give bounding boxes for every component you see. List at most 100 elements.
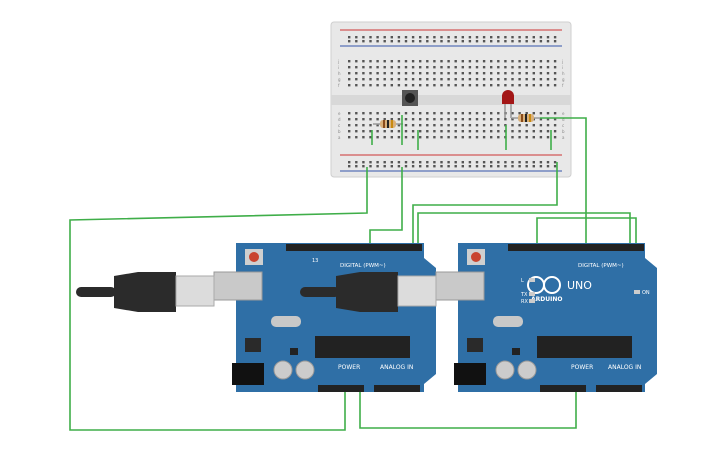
breadboard-hole (518, 66, 521, 69)
breadboard-hole (475, 72, 479, 75)
breadboard-hole (553, 118, 557, 121)
breadboard-hole (397, 161, 401, 164)
usb-cable-left[interactable] (76, 272, 215, 312)
breadboard-row-letter: c (338, 123, 340, 128)
breadboard-hole (497, 60, 500, 63)
breadboard-hole (454, 130, 457, 133)
arduino-right[interactable]: DIGITAL (PWM~) ARDUINO UNO ON L TX RX PO… (435, 243, 657, 392)
breadboard-hole (419, 112, 422, 115)
right-digital-label: DIGITAL (PWM~) (578, 263, 624, 269)
breadboard-hole (362, 161, 365, 164)
breadboard-hole (461, 124, 464, 127)
breadboard-hole (355, 130, 358, 133)
breadboard-hole (426, 118, 429, 121)
breadboard-hole (454, 165, 457, 168)
breadboard-hole (518, 78, 521, 81)
breadboard-hole (440, 124, 443, 127)
pushbutton[interactable] (402, 90, 418, 106)
breadboard-hole (433, 40, 436, 43)
breadboard-hole (411, 165, 415, 168)
breadboard-hole (475, 60, 479, 63)
breadboard-hole (348, 72, 351, 75)
breadboard-hole (369, 36, 372, 39)
breadboard-hole (475, 36, 479, 39)
breadboard-hole (426, 112, 429, 115)
breadboard-hole (490, 161, 493, 164)
arduino-left[interactable]: 13 DIGITAL (PWM~) POWER ANALOG IN (213, 243, 436, 392)
breadboard-row-letter: c (562, 123, 564, 128)
breadboard-hole (404, 72, 408, 75)
breadboard-hole (539, 112, 543, 115)
breadboard-hole (461, 36, 464, 39)
breadboard-hole (475, 66, 479, 69)
breadboard-hole (433, 136, 436, 139)
breadboard-hole (539, 66, 543, 69)
breadboard-hole (497, 130, 500, 133)
breadboard-hole (468, 84, 472, 87)
breadboard-hole (511, 124, 514, 127)
breadboard-hole (390, 118, 393, 121)
breadboard-hole (355, 165, 358, 168)
breadboard-hole (468, 72, 472, 75)
breadboard-hole (447, 118, 450, 121)
breadboard-hole (454, 124, 457, 127)
breadboard-hole (532, 66, 535, 69)
breadboard-hole (355, 40, 358, 43)
breadboard-hole (497, 78, 500, 81)
breadboard-hole (546, 40, 550, 43)
breadboard-hole (411, 66, 415, 69)
breadboard-hole (397, 124, 401, 127)
breadboard-hole (525, 124, 528, 127)
breadboard-hole (383, 136, 386, 139)
breadboard-hole (490, 118, 493, 121)
usb-cable-right[interactable] (300, 272, 437, 312)
breadboard-hole (440, 136, 443, 139)
breadboard-hole (461, 60, 464, 63)
resistor-left (373, 120, 403, 128)
breadboard-hole (426, 60, 429, 63)
breadboard-hole (553, 72, 557, 75)
breadboard-hole (482, 78, 486, 81)
breadboard-hole (369, 72, 372, 75)
breadboard-row-letter: e (562, 111, 565, 116)
breadboard-hole (475, 118, 479, 121)
breadboard-hole (518, 72, 521, 75)
breadboard-hole (369, 84, 372, 87)
breadboard-hole (397, 72, 401, 75)
breadboard-row-letter: a (562, 135, 565, 140)
breadboard-hole (397, 165, 401, 168)
breadboard-hole (539, 72, 543, 75)
breadboard-hole (397, 60, 401, 63)
breadboard-hole (383, 112, 386, 115)
breadboard-hole (355, 66, 358, 69)
breadboard-hole (447, 84, 450, 87)
breadboard-hole (440, 161, 443, 164)
breadboard-hole (546, 60, 550, 63)
breadboard-hole (553, 78, 557, 81)
breadboard-hole (376, 72, 379, 75)
breadboard-hole (348, 161, 351, 164)
breadboard-hole (518, 84, 521, 87)
breadboard-hole (511, 66, 514, 69)
breadboard-hole (355, 72, 358, 75)
breadboard-row-letter: f (562, 83, 564, 88)
breadboard-row-letter: h (562, 71, 565, 76)
breadboard-hole (504, 165, 507, 168)
breadboard-hole (411, 40, 415, 43)
breadboard-hole (511, 165, 514, 168)
breadboard-hole (461, 66, 464, 69)
breadboard-hole (397, 84, 401, 87)
breadboard-hole (348, 78, 351, 81)
breadboard-hole (511, 112, 514, 115)
breadboard-hole (454, 118, 457, 121)
breadboard-hole (546, 130, 550, 133)
breadboard-hole (525, 72, 528, 75)
breadboard-hole (532, 78, 535, 81)
breadboard-hole (390, 136, 393, 139)
breadboard-hole (511, 72, 514, 75)
breadboard-hole (440, 60, 443, 63)
breadboard-hole (433, 84, 436, 87)
breadboard-hole (482, 118, 486, 121)
breadboard-hole (532, 36, 535, 39)
